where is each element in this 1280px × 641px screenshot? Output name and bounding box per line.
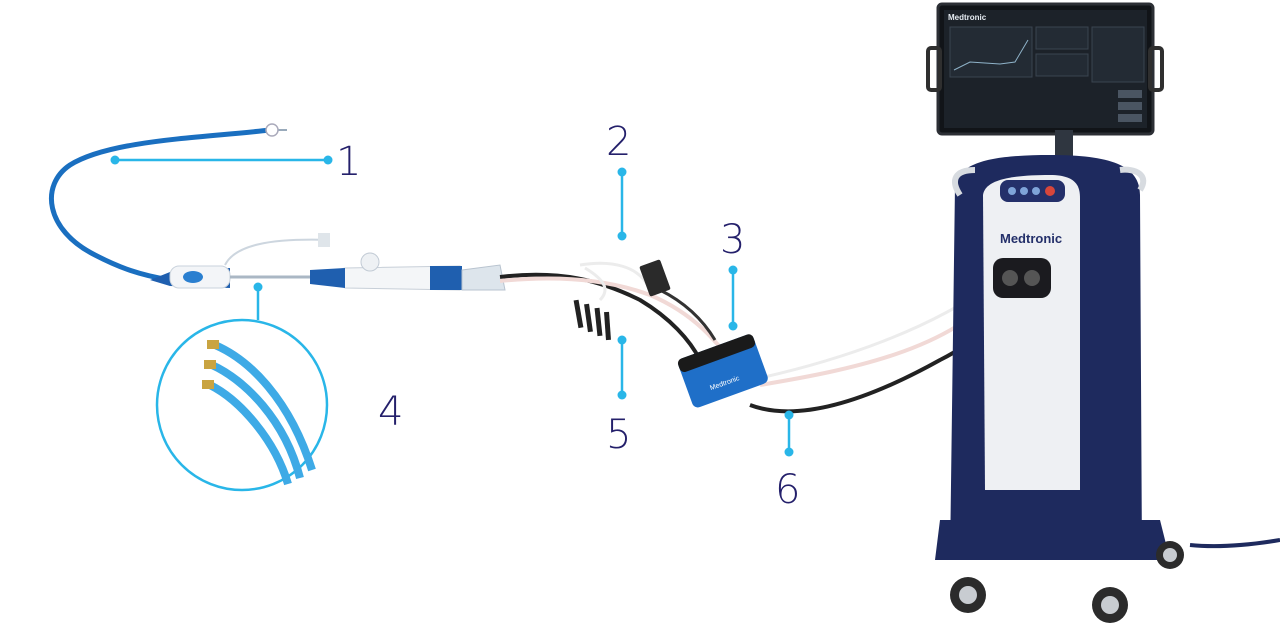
callout-2: 2 xyxy=(606,119,632,165)
callout-5: 5 xyxy=(606,412,632,458)
callout-6: 6 xyxy=(775,467,801,513)
interface-box: Medtronic xyxy=(677,334,768,408)
console: Medtronic Medtronic xyxy=(926,2,1184,623)
screen-brand: Medtronic xyxy=(948,13,987,22)
callout-3: 3 xyxy=(720,217,746,263)
cables xyxy=(499,259,1280,549)
console-brand: Medtronic xyxy=(1000,231,1062,246)
electrode-inset xyxy=(155,318,329,492)
wheel xyxy=(950,577,986,613)
leader-lines xyxy=(110,155,794,457)
wheel xyxy=(1092,587,1128,623)
callout-4: 4 xyxy=(378,389,404,435)
callout-1: 1 xyxy=(336,139,362,185)
wheel xyxy=(1156,541,1184,569)
catheter xyxy=(48,123,506,291)
